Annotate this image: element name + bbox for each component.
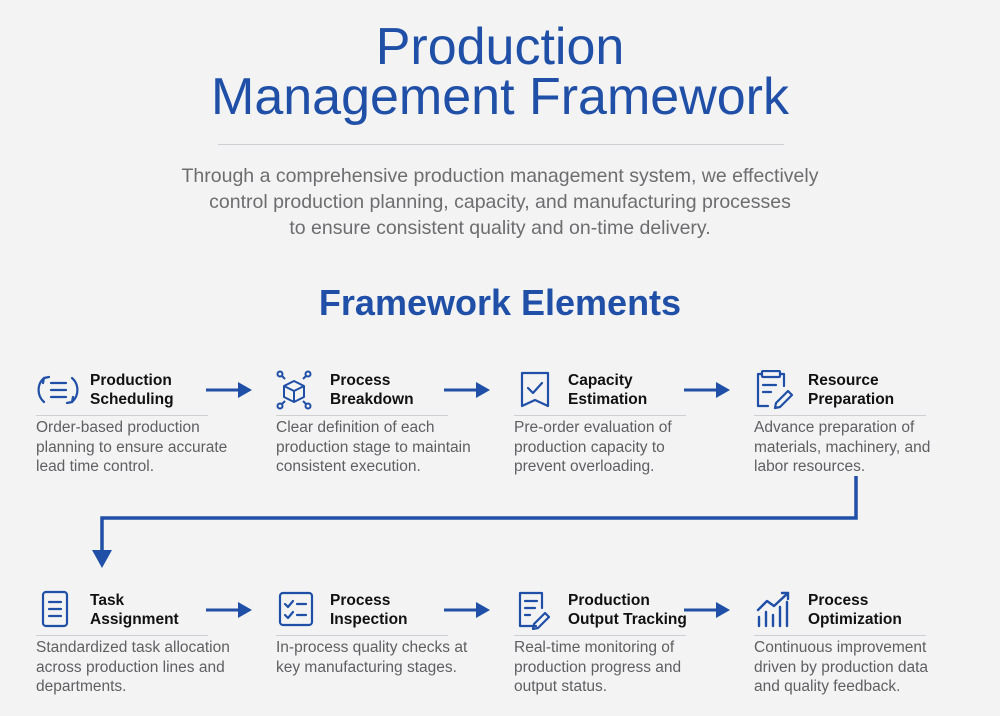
page-title: Production Management Framework: [0, 18, 1000, 126]
clipboard-edit-icon: [754, 370, 798, 410]
growth-chart-icon: [754, 590, 798, 630]
subtitle-line-2: control production planning, capacity, a…: [209, 191, 791, 213]
arrow-right-icon: [444, 380, 492, 400]
subtitle-line-1: Through a comprehensive production manag…: [181, 165, 819, 187]
subtitle-line-3: to ensure consistent quality and on-time…: [289, 217, 711, 239]
section-title: Framework Elements: [318, 282, 682, 323]
arrow-right-icon: [206, 380, 254, 400]
step-divider: [276, 415, 448, 416]
title-line-1: Production: [375, 18, 625, 76]
step-divider: [514, 415, 686, 416]
page-subtitle: Through a comprehensive production manag…: [0, 163, 1000, 241]
step-divider: [36, 635, 208, 636]
document-list-icon: [36, 590, 80, 630]
cycle-list-icon: [36, 370, 80, 410]
arrow-right-icon: [684, 600, 732, 620]
step-divider: [754, 635, 926, 636]
arrow-right-icon: [684, 380, 732, 400]
title-line-2: Management Framework: [211, 68, 789, 126]
checklist-icon: [276, 590, 320, 630]
shield-check-icon: [514, 370, 558, 410]
arrow-right-icon: [444, 600, 492, 620]
arrow-right-icon: [206, 600, 254, 620]
title-divider: [218, 144, 784, 145]
document-pen-icon: [514, 590, 558, 630]
step-divider: [276, 635, 448, 636]
step-divider: [514, 635, 686, 636]
step-divider: [36, 415, 208, 416]
cube-nodes-icon: [276, 370, 320, 410]
step-divider: [754, 415, 926, 416]
